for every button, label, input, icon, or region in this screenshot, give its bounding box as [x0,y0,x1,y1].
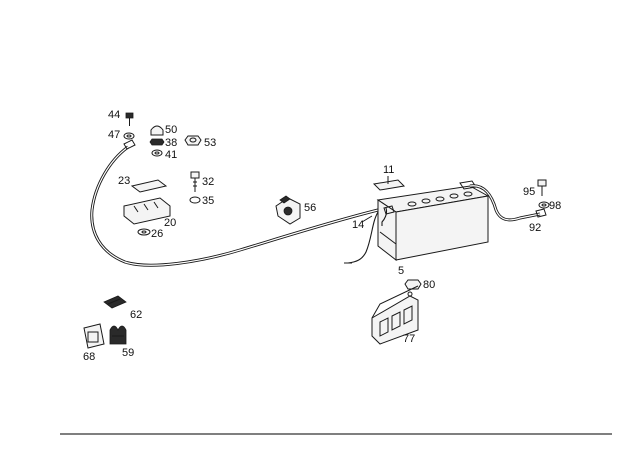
bolt [189,171,201,204]
label-35: 35 [202,195,214,207]
battery [376,180,490,262]
label-68: 68 [83,351,95,363]
label-41: 41 [165,149,177,161]
label-95: 95 [523,186,535,198]
label-53: 53 [204,137,216,149]
label-32: 32 [202,176,214,188]
part-labels: 44 47 50 38 41 53 23 32 35 20 26 56 11 1… [83,109,561,363]
label-38: 38 [165,137,177,149]
label-14: 14 [352,219,364,231]
label-77: 77 [403,333,415,345]
label-23: 23 [118,175,130,187]
fuse-box-assembly [371,279,422,345]
label-11: 11 [383,164,394,176]
label-62: 62 [130,309,142,321]
label-56: 56 [304,202,316,214]
ground-lead-14 [344,207,388,264]
hardware-fasteners [123,112,202,157]
label-50: 50 [165,124,177,136]
battery-cable-long [90,139,379,267]
right-fasteners [537,179,550,209]
small-parts [83,295,127,349]
terminal-clamp [275,195,301,225]
label-80: 80 [423,279,435,291]
battery-cable-92 [469,184,547,222]
label-59: 59 [122,347,134,359]
label-92: 92 [529,222,541,234]
mounting-bracket [123,179,171,236]
label-26: 26 [151,228,163,240]
holddown-plate [372,176,406,191]
label-44: 44 [108,109,120,121]
label-47: 47 [108,129,120,141]
label-20: 20 [164,217,176,229]
label-5: 5 [398,265,404,277]
label-98: 98 [549,200,561,212]
